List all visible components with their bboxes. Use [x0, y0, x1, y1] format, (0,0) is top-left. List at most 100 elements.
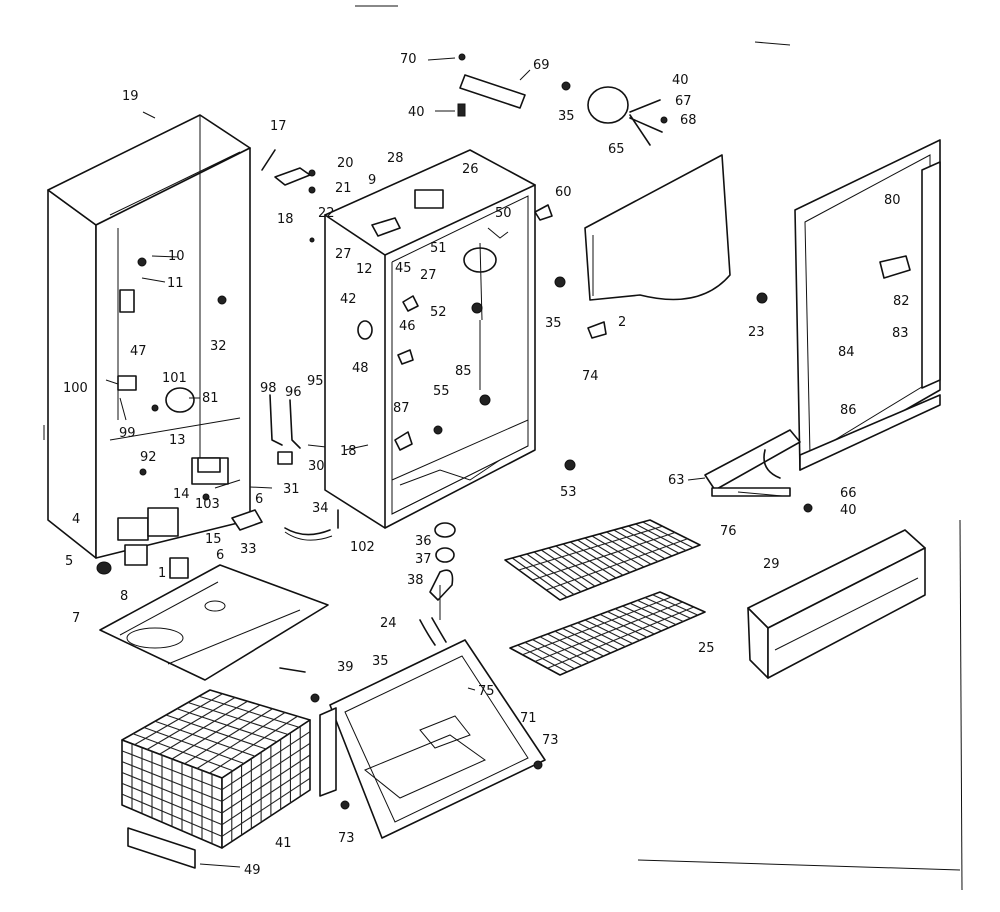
- part-label-70: 70: [400, 52, 417, 67]
- part-label-53: 53: [560, 485, 577, 500]
- part-label-18: 18: [277, 212, 294, 227]
- part-label-83: 83: [892, 326, 909, 341]
- part-number-labels: 19 17 20 21 18 22 10 11 47 32 100 101 81…: [63, 52, 910, 878]
- part-label-4: 4: [72, 512, 80, 527]
- part-label-65: 65: [608, 142, 625, 157]
- part-label-80: 80: [884, 193, 901, 208]
- part-label-14: 14: [173, 487, 190, 502]
- part-label-85: 85: [455, 364, 472, 379]
- outer-door: [794, 139, 941, 471]
- part-label-30: 30: [308, 459, 325, 474]
- part-label-84: 84: [838, 345, 855, 360]
- part-label-95: 95: [307, 374, 324, 389]
- part-label-35: 35: [372, 654, 389, 669]
- outer-cabinet: [47, 114, 251, 559]
- part-label-20: 20: [337, 156, 354, 171]
- part-label-100: 100: [63, 381, 88, 396]
- part-label-99: 99: [119, 426, 136, 441]
- part-label-25: 25: [698, 641, 715, 656]
- part-label-101: 101: [162, 371, 187, 386]
- part-label-35: 35: [558, 109, 575, 124]
- part-label-69: 69: [533, 58, 550, 73]
- part-label-40: 40: [840, 503, 857, 518]
- part-label-50: 50: [495, 206, 512, 221]
- part-label-26: 26: [462, 162, 479, 177]
- part-label-45: 45: [395, 261, 412, 276]
- part-label-27: 27: [420, 268, 437, 283]
- part-label-10: 10: [168, 249, 185, 264]
- part-label-40: 40: [672, 73, 689, 88]
- part-label-46: 46: [399, 319, 416, 334]
- part-label-5: 5: [65, 554, 73, 569]
- part-label-71: 71: [520, 711, 537, 726]
- part-label-76: 76: [720, 524, 737, 539]
- fan-assembly: [457, 53, 668, 146]
- part-label-92: 92: [140, 450, 157, 465]
- part-label-82: 82: [893, 294, 910, 309]
- part-label-98: 98: [260, 381, 277, 396]
- part-label-21: 21: [335, 181, 352, 196]
- part-label-27: 27: [335, 247, 352, 262]
- part-label-68: 68: [680, 113, 697, 128]
- part-label-29: 29: [763, 557, 780, 572]
- part-label-81: 81: [202, 391, 219, 406]
- part-label-2: 2: [618, 315, 626, 330]
- part-label-22: 22: [318, 206, 335, 221]
- part-label-87: 87: [393, 401, 410, 416]
- part-label-1: 1: [158, 566, 166, 581]
- part-label-6: 6: [255, 492, 263, 507]
- tubing-parts: [284, 509, 456, 646]
- part-label-9: 9: [368, 173, 376, 188]
- part-label-7: 7: [72, 611, 80, 626]
- part-label-13: 13: [169, 433, 186, 448]
- part-label-36: 36: [415, 534, 432, 549]
- part-label-55: 55: [433, 384, 450, 399]
- part-label-33: 33: [240, 542, 257, 557]
- part-label-73: 73: [542, 733, 559, 748]
- part-label-48: 48: [352, 361, 369, 376]
- wire-shelves: [504, 519, 706, 676]
- inner-liner: [324, 149, 576, 529]
- part-label-41: 41: [275, 836, 292, 851]
- part-label-28: 28: [387, 151, 404, 166]
- part-label-19: 19: [122, 89, 139, 104]
- part-label-73: 73: [338, 831, 355, 846]
- part-label-42: 42: [340, 292, 357, 307]
- part-label-60: 60: [555, 185, 572, 200]
- part-label-102: 102: [350, 540, 375, 555]
- part-label-17: 17: [270, 119, 287, 134]
- part-label-34: 34: [312, 501, 329, 516]
- part-label-37: 37: [415, 552, 432, 567]
- part-label-49: 49: [244, 863, 261, 878]
- part-label-24: 24: [380, 616, 397, 631]
- door-panel: [279, 639, 546, 839]
- kick-plate: [747, 529, 926, 679]
- part-label-47: 47: [130, 344, 147, 359]
- part-label-51: 51: [430, 241, 447, 256]
- part-label-66: 66: [840, 486, 857, 501]
- part-label-18: 18: [340, 444, 357, 459]
- part-label-67: 67: [675, 94, 692, 109]
- part-label-23: 23: [748, 325, 765, 340]
- part-label-39: 39: [337, 660, 354, 675]
- part-label-11: 11: [167, 276, 184, 291]
- part-label-15: 15: [205, 532, 222, 547]
- scan-marks: [43, 5, 963, 891]
- part-label-96: 96: [285, 385, 302, 400]
- part-label-12: 12: [356, 262, 373, 277]
- part-label-6: 6: [216, 548, 224, 563]
- part-label-38: 38: [407, 573, 424, 588]
- part-label-35: 35: [545, 316, 562, 331]
- control-parts: [96, 394, 336, 579]
- wire-basket: [121, 689, 311, 869]
- part-label-52: 52: [430, 305, 447, 320]
- part-label-75: 75: [478, 684, 495, 699]
- part-label-32: 32: [210, 339, 227, 354]
- hinge-parts-top: [261, 149, 316, 243]
- part-label-86: 86: [840, 403, 857, 418]
- part-label-63: 63: [668, 473, 685, 488]
- part-label-31: 31: [283, 482, 300, 497]
- base-pan: [99, 564, 329, 681]
